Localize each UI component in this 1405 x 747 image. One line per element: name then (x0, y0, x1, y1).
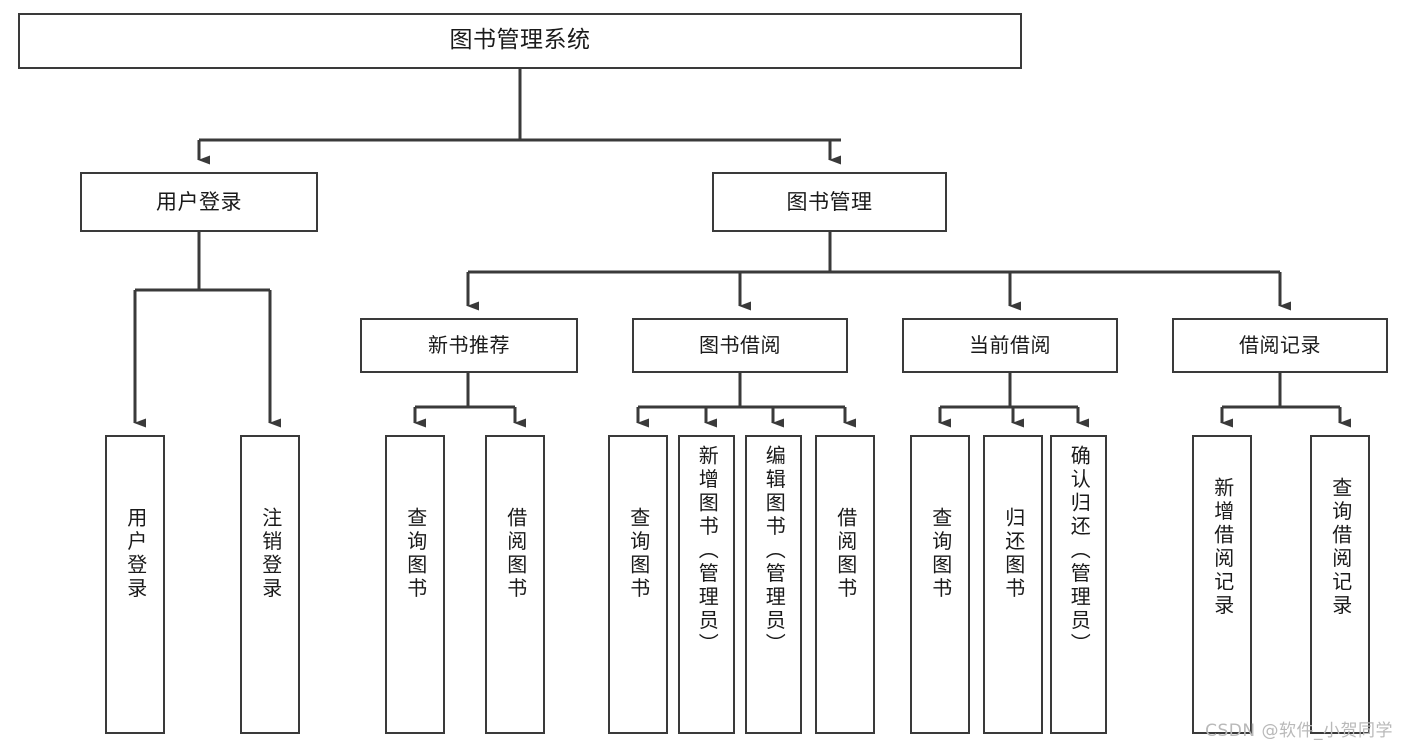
leaf-add-borrow-record-label: 新增借阅记录 (1210, 477, 1235, 618)
leaf-confirm-return-admin-label: 确认归还（管理员） (1067, 445, 1092, 657)
leaf-logout-label: 注销登录 (258, 507, 283, 601)
csdn-watermark: CSDN @软件_小贺同学 (1205, 721, 1393, 741)
leaf-query-borrow-record-label: 查询借阅记录 (1328, 477, 1353, 618)
node-new-book-recommend-label: 新书推荐 (428, 332, 510, 357)
node-root[interactable]: 图书管理系统 (18, 13, 1022, 69)
leaf-edit-book-admin[interactable]: 编辑图书（管理员） (745, 435, 802, 734)
leaf-add-borrow-record[interactable]: 新增借阅记录 (1192, 435, 1252, 734)
leaf-add-book-admin-label: 新增图书（管理员） (695, 445, 720, 657)
leaf-borrow-books-new-label: 借阅图书 (503, 507, 528, 601)
leaf-user-login-label: 用户登录 (123, 507, 148, 601)
leaf-query-books-new-label: 查询图书 (403, 507, 428, 601)
node-user-login[interactable]: 用户登录 (80, 172, 318, 232)
leaf-add-book-admin[interactable]: 新增图书（管理员） (678, 435, 735, 734)
leaf-edit-book-admin-label: 编辑图书（管理员） (762, 445, 787, 657)
node-book-borrow[interactable]: 图书借阅 (632, 318, 848, 373)
leaf-query-borrow-record[interactable]: 查询借阅记录 (1310, 435, 1370, 734)
leaf-logout[interactable]: 注销登录 (240, 435, 300, 734)
leaf-query-books-borrow-label: 查询图书 (626, 507, 651, 601)
leaf-confirm-return-admin[interactable]: 确认归还（管理员） (1050, 435, 1107, 734)
node-borrow-records-label: 借阅记录 (1239, 332, 1321, 357)
node-borrow-records[interactable]: 借阅记录 (1172, 318, 1388, 373)
leaf-query-books-current-label: 查询图书 (928, 507, 953, 601)
node-current-borrow-label: 当前借阅 (969, 332, 1051, 357)
node-current-borrow[interactable]: 当前借阅 (902, 318, 1118, 373)
leaf-borrow-books[interactable]: 借阅图书 (815, 435, 875, 734)
leaf-query-books-current[interactable]: 查询图书 (910, 435, 970, 734)
node-root-label: 图书管理系统 (449, 27, 591, 54)
leaf-user-login[interactable]: 用户登录 (105, 435, 165, 734)
node-user-login-label: 用户登录 (156, 189, 242, 214)
leaf-borrow-books-new[interactable]: 借阅图书 (485, 435, 545, 734)
leaf-query-books-new[interactable]: 查询图书 (385, 435, 445, 734)
node-book-management-label: 图书管理 (786, 189, 873, 214)
leaf-query-books-borrow[interactable]: 查询图书 (608, 435, 668, 734)
node-new-book-recommend[interactable]: 新书推荐 (360, 318, 578, 373)
leaf-borrow-books-label: 借阅图书 (833, 507, 858, 601)
node-book-borrow-label: 图书借阅 (699, 332, 781, 357)
node-book-management[interactable]: 图书管理 (712, 172, 947, 232)
leaf-return-books-label: 归还图书 (1001, 507, 1026, 601)
leaf-return-books[interactable]: 归还图书 (983, 435, 1043, 734)
